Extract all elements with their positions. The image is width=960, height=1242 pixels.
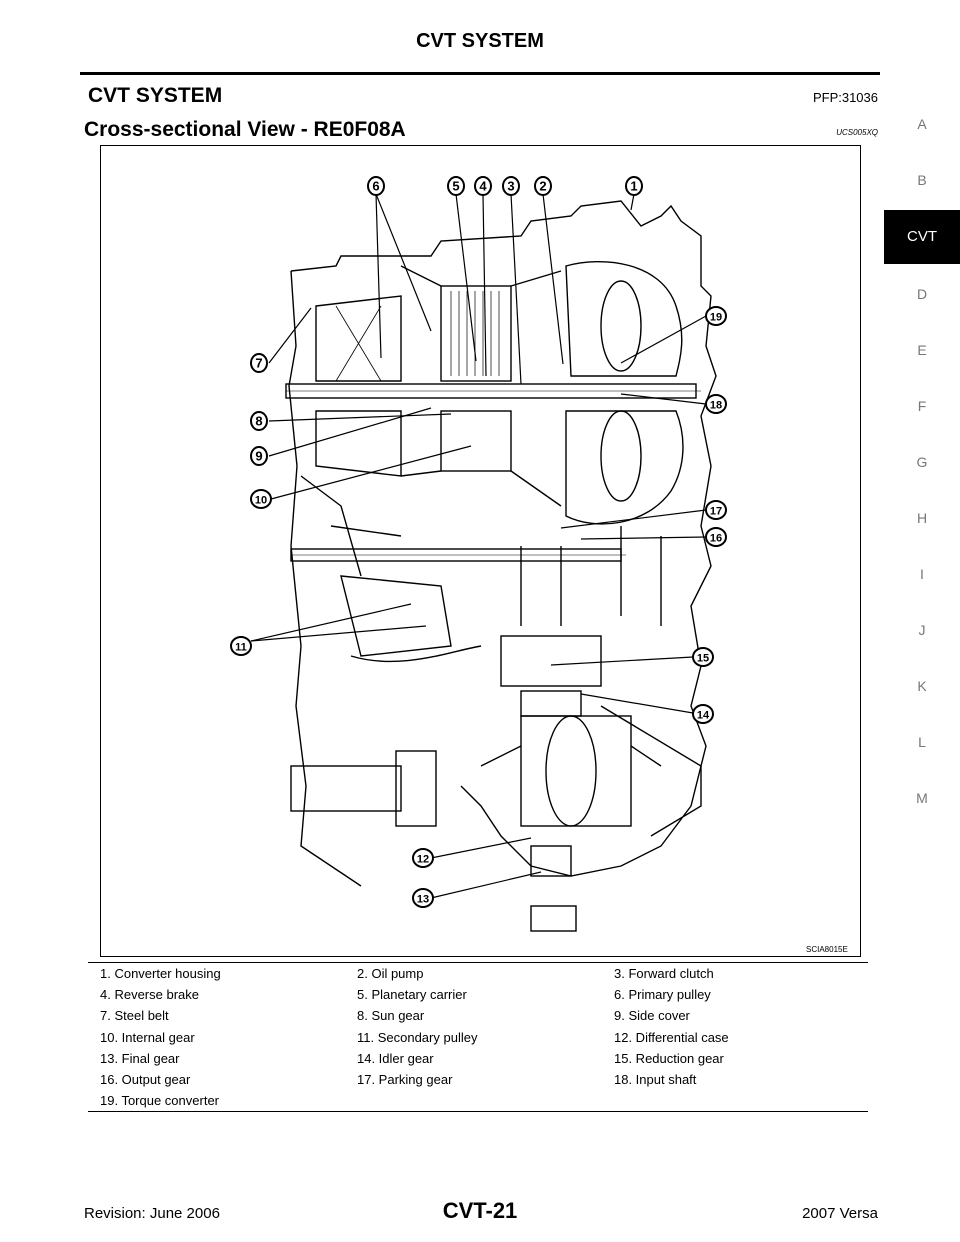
callout-circle: [705, 527, 727, 547]
subsection-code: UCS005XQ: [836, 128, 878, 137]
callout-number: 10: [255, 495, 267, 507]
parts-row: 4. Reverse brake 5. Planetary carrier 6. P…: [88, 984, 868, 1005]
callout-number: 19: [710, 312, 722, 324]
tab-e[interactable]: E: [917, 342, 927, 358]
parts-row: 19. Torque converter: [88, 1090, 868, 1113]
callout-number: 15: [697, 653, 709, 665]
tab-l[interactable]: L: [918, 734, 926, 750]
callout-circle: [250, 353, 268, 373]
part-item: 8. Sun gear: [357, 1008, 425, 1024]
part-item: 1. Converter housing: [88, 962, 345, 985]
tab-g[interactable]: G: [916, 454, 928, 470]
section-tabs: A B CVT D E F G H I J K L M: [884, 96, 960, 826]
revision-date: Revision: June 2006: [84, 1205, 220, 1222]
callout-number: 1: [630, 179, 637, 194]
callout-circle: [534, 176, 552, 196]
callout-number: 4: [479, 179, 487, 194]
parts-row: 13. Final gear 14. Idler gear 15. Reductio…: [88, 1048, 868, 1069]
subsection-title: Cross-sectional View - RE0F08A: [84, 118, 406, 141]
header-rule: [80, 72, 880, 75]
tab-f[interactable]: F: [917, 398, 927, 414]
tab-h[interactable]: H: [916, 510, 928, 526]
tab-i[interactable]: I: [920, 566, 924, 582]
tab-b[interactable]: B: [917, 172, 927, 188]
callout-circle: [250, 489, 272, 509]
part-item: 10. Internal gear: [100, 1029, 195, 1045]
callout-number: 12: [417, 854, 429, 866]
callout-circle: [625, 176, 643, 196]
callout-circle: [230, 636, 252, 656]
tab-a[interactable]: A: [917, 116, 927, 132]
callout-circle: [250, 411, 268, 431]
part-item: 2. Oil pump: [345, 962, 602, 985]
tab-cvt[interactable]: CVT: [884, 210, 960, 264]
tab-k[interactable]: K: [917, 678, 927, 694]
parts-row: 10. Internal gear 11. Secondary pulley 12.…: [88, 1027, 868, 1048]
callout-circle: [692, 647, 714, 667]
section-code: PFP:31036: [812, 90, 878, 105]
callout-number: 13: [417, 894, 429, 906]
callout-number: 3: [507, 179, 514, 194]
callout-number: 16: [710, 533, 722, 545]
callout-circle: [250, 446, 268, 466]
part-item: 15. Reduction gear: [614, 1050, 724, 1066]
part-item: 7. Steel belt: [100, 1008, 169, 1024]
callout-circle: [412, 888, 434, 908]
part-item: 9. Side cover: [614, 1008, 690, 1024]
callout-number: 17: [710, 506, 722, 518]
callout-circle: [447, 176, 465, 196]
tab-m[interactable]: M: [916, 790, 928, 806]
part-item: 3. Forward clutch: [602, 962, 868, 985]
vehicle-model: 2007 Versa: [802, 1205, 878, 1222]
part-item: 13. Final gear: [100, 1050, 180, 1066]
callout-circle: [367, 176, 385, 196]
callout-number: 2: [539, 179, 546, 194]
callout-number: 7: [255, 356, 262, 371]
part-item: 14. Idler gear: [357, 1050, 434, 1066]
callout-number: 9: [255, 449, 262, 464]
part-item: 16. Output gear: [100, 1072, 191, 1088]
parts-row: 16. Output gear 17. Parking gear 18. Input…: [88, 1069, 868, 1090]
part-item: [345, 1090, 602, 1113]
part-item: 19. Torque converter: [88, 1090, 345, 1113]
callout-circle: [502, 176, 520, 196]
callout-number: 8: [255, 414, 262, 429]
callout-circle: [412, 848, 434, 868]
callout-circle: [692, 704, 714, 724]
callout-number: 11: [235, 642, 247, 654]
page-number: CVT-21: [442, 1198, 518, 1223]
parts-row: 7. Steel belt 8. Sun gear 9. Side cover: [88, 1005, 868, 1026]
callout-number: 18: [710, 400, 722, 412]
tab-d[interactable]: D: [916, 286, 928, 302]
part-item: 12. Differential case: [614, 1029, 729, 1045]
figure-id: SCIA8015E: [806, 945, 848, 954]
part-item: 5. Planetary carrier: [357, 987, 467, 1003]
callout-number: 14: [697, 710, 710, 722]
tab-j[interactable]: J: [918, 622, 926, 638]
callout-number: 6: [372, 179, 379, 194]
part-item: 6. Primary pulley: [614, 987, 711, 1003]
part-item: 18. Input shaft: [614, 1072, 697, 1088]
page-header-title: CVT SYSTEM: [416, 30, 544, 52]
callout-circle: [705, 394, 727, 414]
callout-circle: [705, 500, 727, 520]
part-item: 4. Reverse brake: [100, 987, 199, 1003]
part-item: 11. Secondary pulley: [357, 1029, 478, 1045]
callout-circle: [474, 176, 492, 196]
part-item: [602, 1090, 868, 1113]
section-title: CVT SYSTEM: [88, 84, 223, 107]
callout-circle: [705, 306, 727, 326]
callout-number: 5: [452, 179, 459, 194]
part-item: 17. Parking gear: [357, 1072, 453, 1088]
